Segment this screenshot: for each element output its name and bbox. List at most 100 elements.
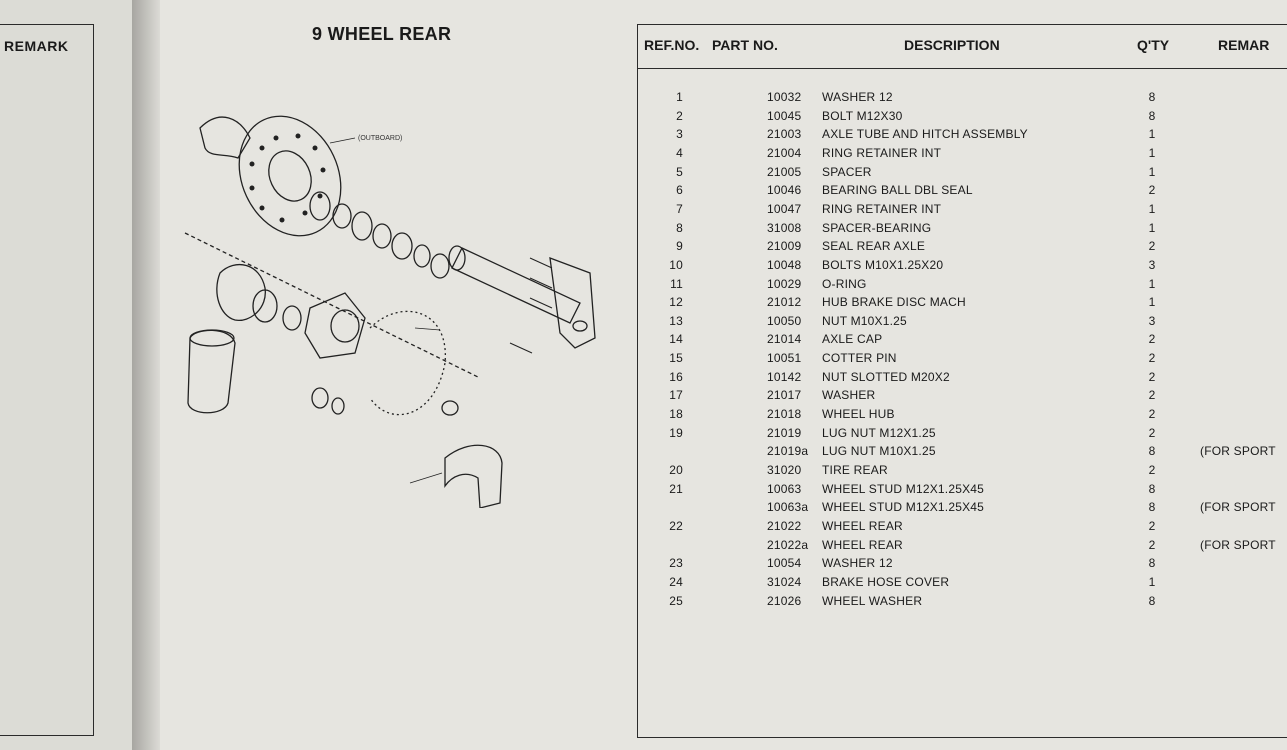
row-description: SPACER bbox=[822, 164, 872, 179]
row-description: RING RETAINER INT bbox=[822, 201, 942, 216]
row-description: WASHER bbox=[822, 388, 876, 403]
row-ref-no: 14 bbox=[669, 332, 683, 347]
row-qty: 2 bbox=[1148, 388, 1156, 403]
row-description: LUG NUT M12X1.25 bbox=[822, 425, 936, 440]
row-ref-no: 4 bbox=[676, 145, 683, 160]
row-part-no: 21017 bbox=[767, 388, 802, 403]
row-qty: 1 bbox=[1148, 220, 1156, 235]
exploded-parts-diagram: (OUTBOARD) bbox=[184, 115, 596, 508]
row-description: WHEEL REAR bbox=[822, 518, 903, 533]
row-ref-no: 17 bbox=[669, 388, 683, 403]
row-part-no: 21022a bbox=[767, 537, 809, 552]
row-description: BOLT M12X30 bbox=[822, 108, 903, 123]
row-qty: 2 bbox=[1148, 425, 1156, 440]
row-part-no: 21012 bbox=[767, 295, 802, 310]
row-part-no: 10029 bbox=[767, 276, 802, 291]
row-description: LUG NUT M10X1.25 bbox=[822, 444, 936, 459]
row-description: NUT M10X1.25 bbox=[822, 313, 907, 328]
row-ref-no: 25 bbox=[669, 593, 683, 608]
row-description: SEAL REAR AXLE bbox=[822, 239, 926, 254]
row-description: SPACER-BEARING bbox=[822, 220, 932, 235]
brake-hose-cover bbox=[444, 444, 503, 508]
row-part-no: 21019 bbox=[767, 425, 802, 440]
row-description: BEARING BALL DBL SEAL bbox=[822, 183, 973, 198]
row-ref-no: 1 bbox=[676, 90, 683, 104]
row-part-no: 10142 bbox=[767, 369, 802, 384]
row-ref-no: 24 bbox=[669, 574, 683, 589]
row-part-no: 10048 bbox=[767, 257, 802, 272]
left-page: REMARK bbox=[0, 0, 132, 750]
row-ref-no: 21 bbox=[669, 481, 683, 496]
row-description: WHEEL WASHER bbox=[822, 593, 923, 608]
row-qty: 1 bbox=[1148, 295, 1156, 310]
row-qty: 2 bbox=[1148, 463, 1156, 477]
outboard-callout: (OUTBOARD) bbox=[358, 135, 402, 142]
row-description: BOLTS M10X1.25X20 bbox=[822, 257, 944, 272]
row-ref-no: 11 bbox=[670, 276, 683, 291]
row-description: AXLE TUBE AND HITCH ASSEMBLY bbox=[822, 127, 1028, 142]
brake-disc bbox=[238, 115, 342, 237]
row-qty: 2 bbox=[1148, 183, 1156, 198]
book-gutter bbox=[132, 0, 160, 750]
parts-table-header bbox=[637, 24, 1287, 69]
row-ref-no: 15 bbox=[669, 351, 683, 366]
header-ref-no: REF.NO. bbox=[644, 37, 700, 53]
row-part-no: 21026 bbox=[767, 593, 802, 608]
row-part-no: 10051 bbox=[767, 351, 802, 366]
right-page bbox=[160, 0, 1287, 750]
row-part-no: 10047 bbox=[767, 201, 802, 216]
row-description: WHEEL REAR bbox=[822, 537, 903, 552]
left-remark-header: REMARK bbox=[4, 38, 69, 54]
row-description: BRAKE HOSE COVER bbox=[822, 574, 950, 589]
row-part-no: 31008 bbox=[767, 220, 802, 235]
row-part-no: 10054 bbox=[767, 556, 802, 571]
row-ref-no: 22 bbox=[669, 518, 683, 533]
row-qty: 1 bbox=[1148, 145, 1156, 160]
row-qty: 2 bbox=[1148, 518, 1156, 533]
row-qty: 1 bbox=[1148, 201, 1156, 216]
parts-table-frame bbox=[637, 24, 1287, 738]
header-qty: Q'TY bbox=[1137, 37, 1170, 53]
row-description: WASHER 12 bbox=[822, 556, 893, 571]
row-part-no: 10063a bbox=[767, 500, 809, 515]
row-part-no: 21022 bbox=[767, 518, 802, 533]
row-ref-no: 8 bbox=[676, 220, 683, 235]
row-ref-no: 10 bbox=[669, 257, 683, 272]
row-part-no: 10063 bbox=[767, 481, 802, 496]
row-ref-no: 2 bbox=[676, 108, 683, 123]
row-qty: 3 bbox=[1148, 313, 1156, 328]
row-ref-no: 13 bbox=[669, 313, 683, 328]
row-ref-no: 12 bbox=[669, 295, 683, 310]
row-ref-no: 3 bbox=[676, 127, 683, 142]
row-qty: 1 bbox=[1148, 127, 1156, 142]
row-qty: 8 bbox=[1148, 500, 1156, 515]
row-part-no: 10046 bbox=[767, 183, 802, 198]
row-ref-no: 9 bbox=[676, 239, 683, 254]
row-qty: 8 bbox=[1148, 90, 1156, 104]
row-qty: 2 bbox=[1148, 351, 1156, 366]
row-qty: 2 bbox=[1148, 537, 1156, 552]
row-part-no: 21014 bbox=[767, 332, 802, 347]
header-remark: REMAR bbox=[1218, 37, 1270, 53]
row-part-no: 21005 bbox=[767, 164, 802, 179]
row-description: NUT SLOTTED M20X2 bbox=[822, 369, 950, 384]
row-remark: (FOR SPORT bbox=[1200, 537, 1276, 552]
row-ref-no: 23 bbox=[669, 556, 683, 571]
row-remark: (FOR SPORT bbox=[1200, 500, 1276, 515]
row-description: WHEEL HUB bbox=[822, 407, 895, 422]
header-part-no: PART NO. bbox=[712, 37, 778, 53]
row-qty: 1 bbox=[1148, 574, 1156, 589]
row-ref-no: 20 bbox=[669, 463, 683, 477]
row-description: WHEEL STUD M12X1.25X45 bbox=[822, 500, 985, 515]
row-part-no: 21019a bbox=[767, 444, 809, 459]
row-qty: 8 bbox=[1148, 593, 1156, 608]
row-qty: 3 bbox=[1148, 257, 1156, 272]
row-ref-no: 5 bbox=[676, 164, 683, 179]
row-description: AXLE CAP bbox=[822, 332, 883, 347]
row-qty: 8 bbox=[1148, 108, 1156, 123]
diagram-title: 9 WHEEL REAR bbox=[312, 24, 452, 44]
row-description: WASHER 12 bbox=[822, 90, 893, 104]
row-description: HUB BRAKE DISC MACH bbox=[822, 295, 966, 310]
row-ref-no: 7 bbox=[676, 201, 683, 216]
row-description: WHEEL STUD M12X1.25X45 bbox=[822, 481, 985, 496]
